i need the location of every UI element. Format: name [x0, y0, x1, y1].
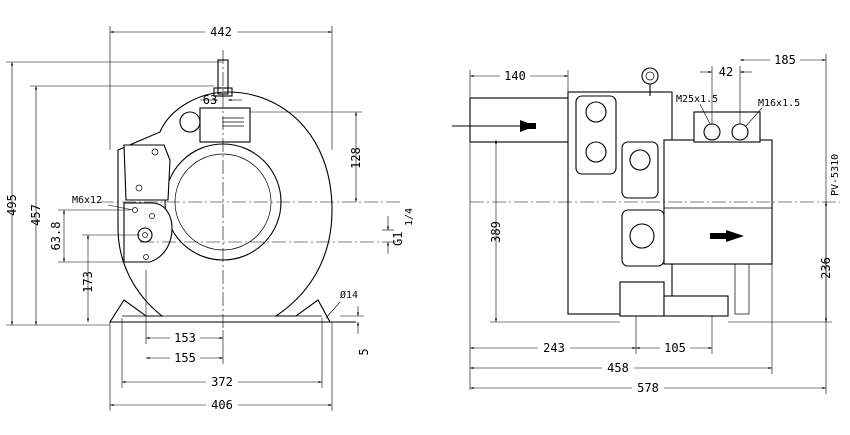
dim-63-8: 63.8: [49, 222, 63, 251]
outlet-arrow: [726, 230, 744, 242]
dim-173: 173: [81, 271, 95, 293]
model-label: PV-5310: [830, 154, 841, 196]
dim-442: 442: [210, 25, 232, 39]
side-plate: [123, 144, 171, 201]
dim-153: 153: [174, 331, 196, 345]
dim-128: 128: [349, 147, 363, 169]
pipe-thread-frac: 1/4: [404, 208, 415, 226]
eye-bolt: [641, 67, 659, 85]
dim-42: 42: [719, 65, 733, 79]
terminal-box: [693, 111, 761, 143]
dim-140: 140: [504, 69, 526, 83]
dim-406: 406: [211, 398, 233, 412]
housing-outline: [108, 91, 333, 323]
dim-457: 457: [29, 204, 43, 226]
dim-495: 495: [5, 194, 19, 216]
foot-block: [619, 281, 665, 317]
dim-458: 458: [607, 361, 629, 375]
dim-63: 63: [203, 93, 217, 107]
dim-243: 243: [543, 341, 565, 355]
dim-372: 372: [211, 375, 233, 389]
pipe-thread: G1: [391, 232, 405, 246]
dim-185: 185: [774, 53, 796, 67]
dim-155: 155: [174, 351, 196, 365]
gland-large-label: M25x1.5: [676, 94, 718, 105]
dim-hole: Ø14: [340, 289, 358, 301]
gland-small-label: M16x1.5: [758, 98, 800, 109]
dim-5: 5: [357, 348, 371, 355]
front-view: 442 495 457 63 128 M6x12 63.8 173: [5, 24, 415, 412]
mount-bracket: [123, 202, 173, 263]
dim-578: 578: [637, 381, 659, 395]
dim-105: 105: [664, 341, 686, 355]
dim-236: 236: [819, 257, 833, 279]
thread-label: M6x12: [72, 195, 102, 206]
side-view: 140 42 185 M25x1.5 M16x1.5 PV-5310 389 2…: [452, 53, 841, 395]
top-flange: [199, 107, 251, 143]
dim-389: 389: [489, 221, 503, 243]
small-port-circle: [179, 111, 201, 133]
